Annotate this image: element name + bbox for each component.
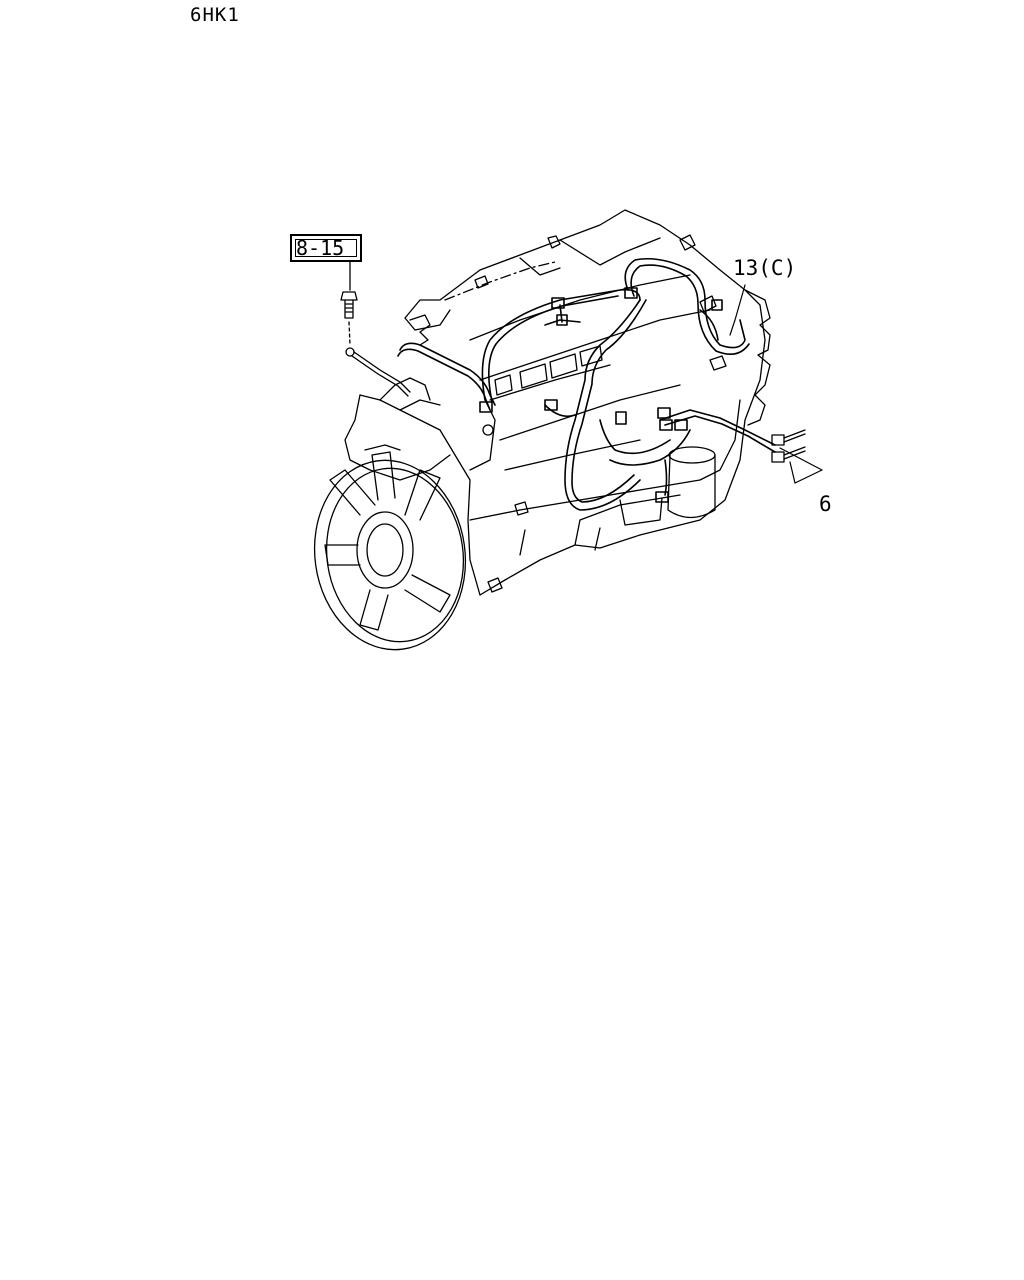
part-6-connectors [772,430,805,462]
reference-callout: 8-15 [296,236,345,260]
reference-box [290,234,362,262]
ground-strap [346,348,410,396]
wiring-harness [398,259,775,510]
leader-lines [730,285,822,483]
engine-block [345,210,770,595]
cooling-fan [303,450,478,659]
part-13-callout: 13(C) [733,256,797,280]
bolt [341,262,357,345]
model-code-label: 6HK1 [190,4,240,26]
part-6-callout: 6 [819,492,832,516]
